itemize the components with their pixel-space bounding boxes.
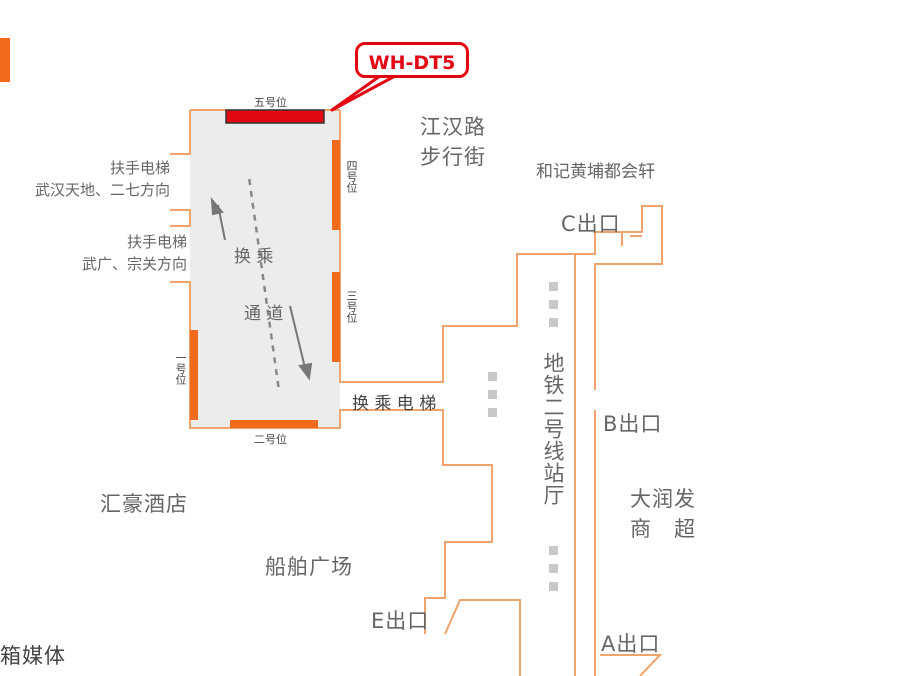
huihao-hotel-label: 汇豪酒店 xyxy=(100,492,188,516)
position-1-bar xyxy=(190,330,198,420)
position-1-label: 一号位 xyxy=(174,352,187,385)
hejihuangpu-label: 和记黄埔都会轩 xyxy=(536,162,655,182)
position-3-bar xyxy=(332,272,340,362)
position-4-bar xyxy=(332,140,340,230)
station-hall-label: 地铁二号线站厅 xyxy=(541,352,565,506)
transfer-passage-label-2: 通 道 xyxy=(244,304,284,324)
position-3-label: 三号位 xyxy=(345,290,358,323)
exit-e-label: E出口 xyxy=(371,609,430,633)
transfer-passage-label-1: 换 乘 xyxy=(234,247,274,267)
chuanbo-plaza-label: 船舶广场 xyxy=(265,555,353,579)
callout-pointer xyxy=(330,74,397,112)
exit-b-label: B出口 xyxy=(603,412,663,436)
cut-text-label: 箱媒体 xyxy=(0,644,66,668)
exit-a-label: A出口 xyxy=(601,632,661,656)
corner-tab xyxy=(0,38,10,82)
position-5-label: 五号位 xyxy=(254,96,287,109)
callout-box: WH-DT5 xyxy=(355,42,469,78)
position-4-label: 四号位 xyxy=(345,160,358,193)
escalator-2-line1: 扶手电梯 xyxy=(126,233,187,251)
transfer-escalator-label: 换 乘 电 梯 xyxy=(352,394,437,414)
position-2-bar xyxy=(230,420,318,428)
direction-arrows xyxy=(210,196,313,381)
transfer-passage-area xyxy=(190,110,340,428)
rt-mart-line1: 大润发 xyxy=(630,487,696,511)
escalator-1-line2: 武汉天地、二七方向 xyxy=(34,181,170,199)
rt-mart-line2: 商 超 xyxy=(630,517,696,541)
escalator-1-label: 扶手电梯 武汉天地、二七方向 xyxy=(35,157,170,201)
escalator-2-line2: 武广、宗关方向 xyxy=(81,255,187,273)
passage-walls xyxy=(170,109,663,676)
jianghan-road-label: 江汉路 步行街 xyxy=(420,112,486,172)
rt-mart-label: 大润发 商 超 xyxy=(630,484,696,544)
station-dots xyxy=(488,282,558,591)
jianghan-road-line2: 步行街 xyxy=(420,145,486,169)
escalator-2-label: 扶手电梯 武广、宗关方向 xyxy=(82,231,187,275)
escalator-1-line1: 扶手电梯 xyxy=(109,159,170,177)
position-5-bar xyxy=(225,109,325,124)
position-2-label: 二号位 xyxy=(254,433,287,446)
exit-c-label: C出口 xyxy=(561,212,621,236)
jianghan-road-line1: 江汉路 xyxy=(420,115,486,139)
